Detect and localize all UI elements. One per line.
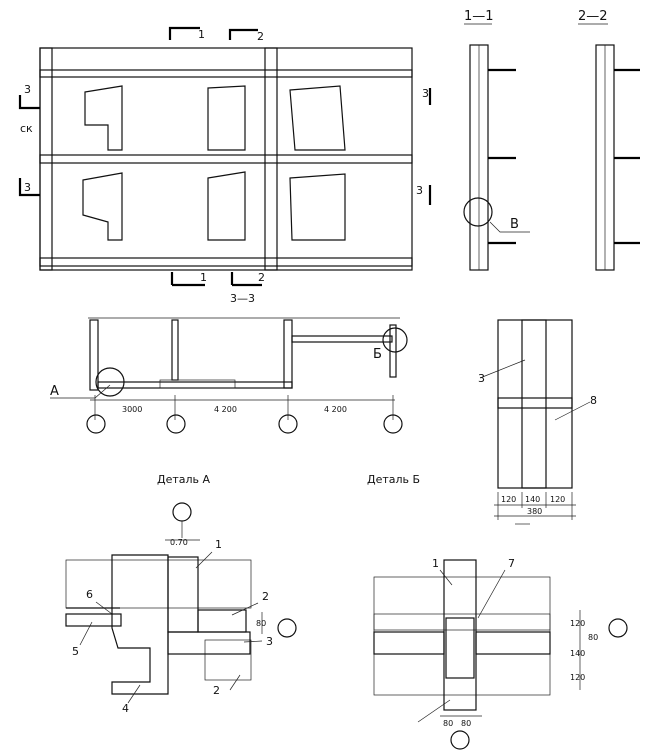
detail-B-drawing: 1 7 120 80 140 120 80 80 [373, 557, 628, 750]
detailA-label-6: 6 [86, 588, 93, 601]
callout-B: Б [373, 347, 382, 362]
marker-ck: ск [20, 122, 33, 135]
wall-dim-2: 120 [550, 495, 565, 504]
detailB-dim-1: 80 [588, 633, 598, 642]
detail-B-title: Деталь Б [367, 473, 420, 486]
detailB-dim-3: 120 [570, 673, 585, 682]
marker-1-top: 1 [198, 28, 205, 41]
marker-2-bottom: 2 [258, 271, 265, 284]
marker-3-right-top: 3 [422, 87, 429, 100]
section-2-2 [595, 44, 640, 271]
detailA-label-3: 3 [266, 635, 273, 648]
detailB-bottom-dim-1: 80 [461, 719, 471, 728]
wall-dim-1: 140 [525, 495, 540, 504]
callout-B-upper: В [510, 217, 519, 232]
plan-3-3: А Б 3000 4 200 4 200 [50, 317, 408, 434]
detailA-label-2b: 2 [213, 684, 220, 697]
marker-3-left-top: 3 [24, 83, 31, 96]
wall-label-8: 8 [590, 394, 597, 407]
marker-3-right-bottom: 3 [416, 184, 423, 197]
detail-A-title: Деталь А [157, 473, 211, 486]
plan-dim-0: 3000 [122, 405, 142, 414]
detailA-top-dim: 0.70 [170, 538, 188, 547]
detailA-side-dim: 80 [256, 619, 266, 628]
wall-label-3: 3 [478, 372, 485, 385]
detailB-bottom-dim-0: 80 [443, 719, 453, 728]
detailA-label-2: 2 [262, 590, 269, 603]
section-title-2-2: 2—2 [578, 9, 608, 24]
detail-A-drawing: 0.70 1 2 3 4 5 6 2 80 [65, 502, 297, 715]
section-title-3-3: 3—3 [230, 292, 255, 305]
detailB-label-1: 1 [432, 557, 439, 570]
detailA-label-4: 4 [122, 702, 129, 715]
wall-dim-3: 380 [527, 507, 542, 516]
detailA-label-5: 5 [72, 645, 79, 658]
wall-dim-0: 120 [501, 495, 516, 504]
callout-A: А [50, 384, 59, 399]
plan-dim-2: 4 200 [324, 405, 347, 414]
wall-section-detail: 3 8 120 140 120 380 [478, 319, 597, 525]
facade-elevation [39, 47, 413, 271]
marker-2-top: 2 [257, 30, 264, 43]
detailA-label-1: 1 [215, 538, 222, 551]
detailB-dim-0: 120 [570, 619, 585, 628]
plan-dim-1: 4 200 [214, 405, 237, 414]
detailB-label-7: 7 [508, 557, 515, 570]
marker-1-bottom: 1 [200, 271, 207, 284]
facade-section-markers: 1 2 1 2 3 3 3 3 ск [18, 26, 432, 287]
marker-3-left-bottom: 3 [24, 181, 31, 194]
detailB-dim-2: 140 [570, 649, 585, 658]
section-1-1: В [463, 44, 530, 271]
section-title-1-1: 1—1 [464, 9, 494, 24]
